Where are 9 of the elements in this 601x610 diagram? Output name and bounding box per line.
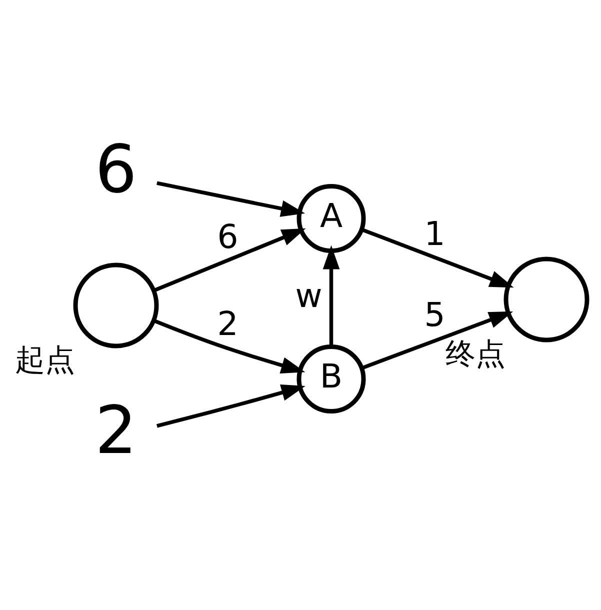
node-label: 起点 <box>14 342 75 378</box>
edge-label: 5 <box>424 294 446 334</box>
edge-label: 6 <box>217 216 238 256</box>
edge-label: w <box>295 276 322 315</box>
edge-label: 1 <box>424 213 446 252</box>
node-label: 终点 <box>445 336 506 372</box>
edge-label: 2 <box>217 303 238 342</box>
node-text: 6 <box>95 130 137 208</box>
node-text: 2 <box>95 391 137 468</box>
